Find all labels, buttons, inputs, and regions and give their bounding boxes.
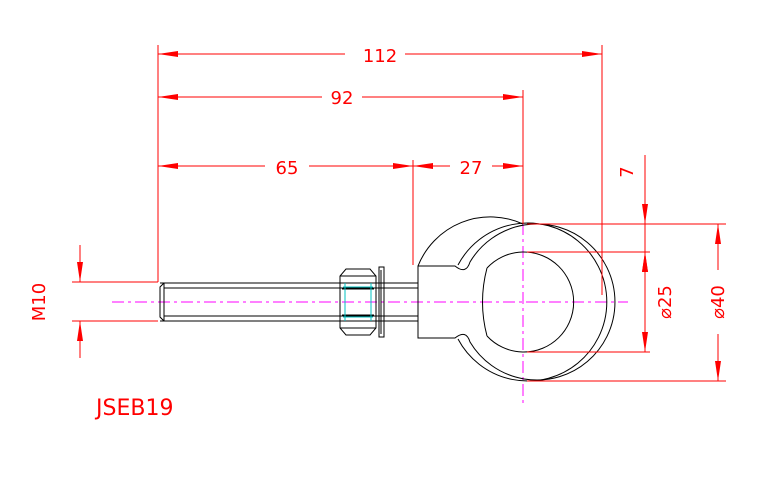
dim-65: 65 [158, 154, 413, 179]
hex-nut [339, 268, 377, 336]
dim-7: 7 [617, 155, 648, 282]
dim-dia25: ⌀25 [642, 252, 676, 352]
dim-112: 112 [158, 42, 602, 67]
dim-dia40-label: ⌀40 [708, 285, 729, 319]
dim-m10-label: M10 [29, 283, 50, 321]
part-number: JSEB19 [94, 396, 173, 421]
washer [378, 266, 385, 338]
dim-112-label: 112 [363, 46, 397, 67]
dim-7-label: 7 [617, 166, 638, 177]
dim-dia40: ⌀40 [706, 224, 730, 381]
dim-65-label: 65 [276, 158, 299, 179]
dim-m10: M10 [29, 245, 83, 358]
dim-27-label: 27 [460, 158, 483, 179]
dim-92: 92 [158, 85, 523, 109]
dim-dia25-label: ⌀25 [655, 285, 676, 319]
eye-head [417, 216, 616, 382]
dim-27: 27 [413, 154, 523, 179]
dim-92-label: 92 [331, 88, 354, 109]
